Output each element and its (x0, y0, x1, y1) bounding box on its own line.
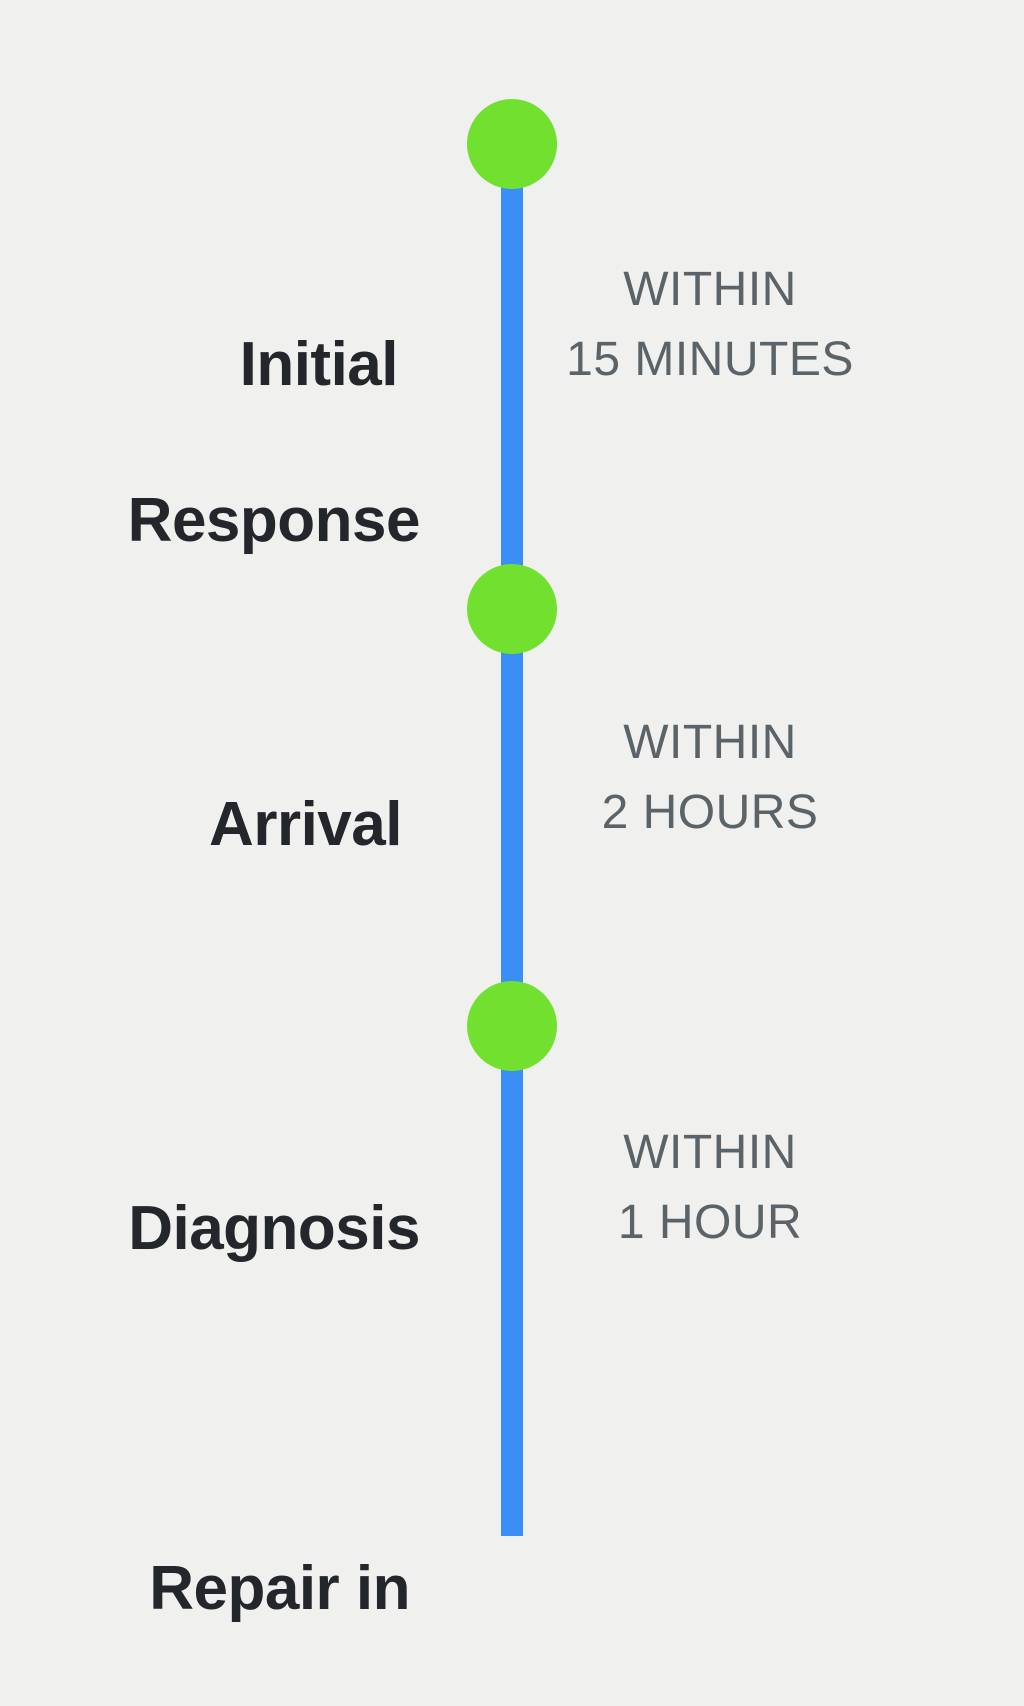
step-title-line: Repair in (149, 1554, 410, 1623)
timeline-node-1 (467, 99, 557, 189)
step-title-initial-response: Initial Response (0, 248, 421, 638)
step-duration-line: 2 HOURS (601, 786, 819, 839)
step-title-line: Initial (239, 330, 399, 399)
step-duration-line: 1 HOUR (617, 1196, 803, 1249)
step-title-line: Response (127, 486, 421, 555)
step-duration-line: 15 MINUTES (566, 333, 854, 386)
step-duration-line: WITHIN (623, 263, 797, 316)
service-timeline: Initial Response WITHIN 15 MINUTES Arriv… (0, 99, 860, 1623)
step-duration-line: WITHIN (623, 1126, 797, 1179)
step-title-diagnosis: Diagnosis (0, 1112, 420, 1346)
timeline-node-3 (467, 981, 557, 1071)
timeline-node-2 (467, 564, 557, 654)
step-duration-diagnosis: WITHIN 1 HOUR (560, 1118, 860, 1258)
timeline-connector-line (501, 150, 523, 1536)
step-title-line: Diagnosis (128, 1194, 420, 1263)
step-duration-line: WITHIN (623, 716, 797, 769)
step-duration-initial-response: WITHIN 15 MINUTES (560, 255, 860, 395)
step-title-arrival: Arrival (0, 708, 420, 942)
step-title-repair: Repair in (0, 1472, 420, 1706)
step-duration-arrival: WITHIN 2 HOURS (560, 708, 860, 848)
step-title-line: Arrival (209, 790, 402, 859)
